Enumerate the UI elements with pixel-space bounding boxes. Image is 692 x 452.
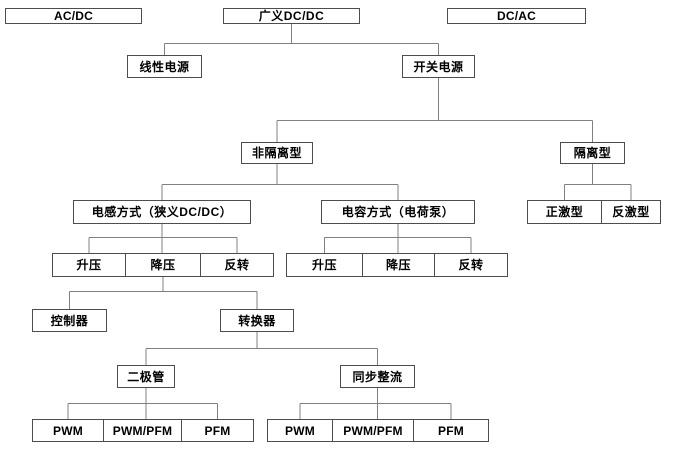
node-pwm-pfm-left: PWM/PFM	[103, 419, 182, 442]
node-converter: 转换器	[220, 309, 294, 332]
node-buck-left: 降压	[125, 253, 201, 277]
node-capacitive-mode: 电容方式（电荷泵）	[321, 200, 475, 224]
node-isolated: 隔离型	[560, 142, 625, 164]
node-ac-dc: AC/DC	[5, 8, 142, 24]
node-flyback-type: 反激型	[601, 200, 661, 224]
node-pwm-right: PWM	[267, 419, 333, 442]
node-invert-right: 反转	[434, 253, 508, 277]
node-dc-ac: DC/AC	[447, 8, 586, 24]
node-boost-right: 升压	[286, 253, 363, 277]
node-pfm-left: PFM	[181, 419, 254, 442]
node-boost-left: 升压	[52, 253, 126, 277]
node-buck-right: 降压	[362, 253, 435, 277]
node-pfm-right: PFM	[413, 419, 489, 442]
node-pwm-pfm-right: PWM/PFM	[332, 419, 414, 442]
node-sync-rectifier: 同步整流	[340, 365, 415, 388]
node-controller: 控制器	[32, 309, 107, 332]
node-inductive-mode: 电感方式（狭义DC/DC）	[73, 200, 251, 224]
node-switching-supply: 开关电源	[402, 55, 475, 78]
node-forward-type: 正激型	[527, 200, 602, 224]
node-non-isolated: 非隔离型	[241, 142, 313, 164]
node-invert-left: 反转	[200, 253, 274, 277]
node-pwm-left: PWM	[32, 419, 104, 442]
node-diode: 二极管	[117, 365, 175, 388]
node-linear-supply: 线性电源	[127, 55, 202, 78]
node-guangyi-dcdc: 广义DC/DC	[223, 8, 360, 24]
